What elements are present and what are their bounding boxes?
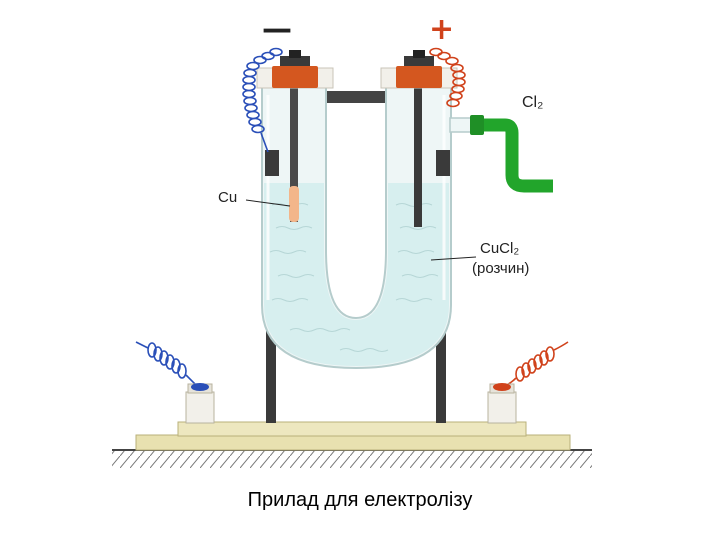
right-stopper	[380, 50, 458, 89]
stand	[266, 91, 446, 423]
positive-terminal-icon	[487, 383, 517, 424]
negative-sign-label: —	[262, 12, 292, 47]
cathode-electrode	[289, 82, 299, 222]
leader-lines	[245, 199, 477, 261]
ground-surface	[112, 449, 592, 468]
left-stopper	[256, 50, 334, 89]
solution-label: (розчин)	[472, 260, 530, 277]
base-board	[135, 421, 571, 451]
gas-outlet-tube	[449, 115, 553, 193]
u-tube	[261, 84, 452, 370]
electrolyte-solution	[264, 183, 449, 366]
copper-chloride-label: CuCl₂	[480, 240, 520, 257]
figure-caption: Прилад для електролізу	[247, 489, 473, 511]
anode-electrode	[414, 82, 422, 227]
chlorine-label: Cl₂	[522, 94, 544, 111]
tube-clamps	[265, 150, 450, 176]
copper-label: Cu	[218, 189, 238, 206]
coil-wire-icon	[242, 47, 466, 153]
positive-sign-label: +	[429, 12, 455, 47]
negative-terminal-icon	[185, 383, 215, 424]
